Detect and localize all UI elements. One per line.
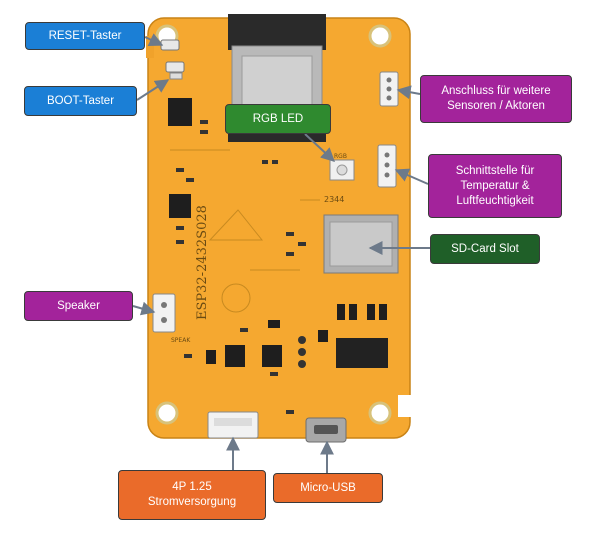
board-model-label: ESP32-2432S028	[195, 205, 210, 320]
board-code-label: 2344	[324, 195, 344, 204]
speaker-label: Speaker	[24, 291, 133, 321]
rgb-arrow	[304, 133, 336, 162]
boot-button-label: BOOT-Taster	[24, 86, 137, 116]
micro-usb-connector	[305, 417, 347, 443]
power-connector	[207, 411, 259, 439]
rgb-silk-label: RGB	[334, 153, 347, 160]
temperature-port-label: Schnittstelle für Temperatur & Luftfeuch…	[428, 154, 562, 218]
micro-usb-label: Micro-USB	[273, 473, 383, 503]
boot-arrow	[136, 79, 170, 101]
reset-arrow	[144, 33, 164, 46]
sd-card-slot-component	[323, 214, 399, 274]
temp-arrow	[394, 168, 429, 185]
sd-card-slot-label: SD-Card Slot	[430, 234, 540, 264]
speaker-arrow	[132, 301, 156, 316]
sensor-port-label: Anschluss für weitere Sensoren / Aktoren	[420, 75, 572, 123]
power-supply-label: 4P 1.25 Stromversorgung	[118, 470, 266, 520]
speaker-silk-label: SPEAK	[171, 337, 191, 344]
rgb-led-label: RGB LED	[225, 104, 331, 134]
silkscreen-marks	[170, 149, 320, 313]
rgb-led-component	[329, 159, 355, 181]
smd-chips	[168, 98, 388, 368]
mounting-holes	[155, 24, 392, 425]
reset-button	[160, 39, 180, 51]
callout-arrows	[132, 33, 430, 473]
speaker-connector	[152, 293, 176, 333]
boot-button	[165, 61, 185, 80]
reset-button-label: RESET-Taster	[25, 22, 145, 50]
temperature-connector	[377, 144, 397, 188]
passive-components	[176, 120, 306, 414]
sensor-arrow	[396, 85, 421, 100]
sensor-connector	[379, 71, 399, 107]
